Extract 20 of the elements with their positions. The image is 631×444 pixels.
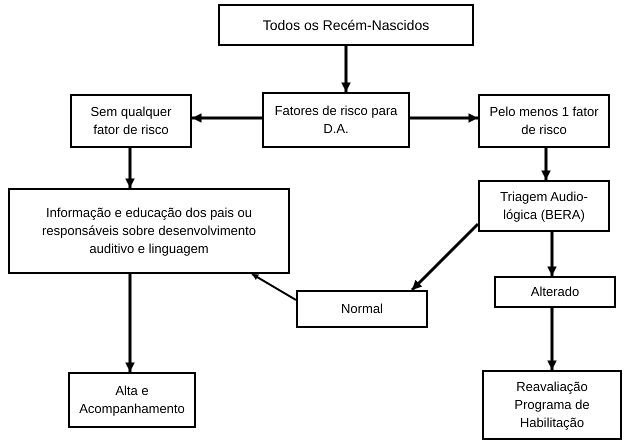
- arrow: [125, 274, 135, 372]
- process-box: Informação e educação dos pais ou responsáveis sobre desenvolvimento auditivo e linguagem: [8, 188, 290, 274]
- process-box: Pelo menos 1 fator de risco: [478, 94, 610, 148]
- arrow: [341, 46, 351, 92]
- process-box: Triagem Audio-lógica (BERA): [478, 180, 610, 232]
- arrow: [547, 308, 557, 370]
- process-box: Fatores de risco para D.A.: [262, 92, 410, 148]
- process-box: Sem qualquer fator de risco: [70, 94, 192, 148]
- process-box: Todos os Recém-Nascidos: [218, 4, 474, 46]
- arrow: [192, 113, 262, 123]
- process-box: Alterado: [494, 276, 616, 308]
- process-box: Alta e Acompanhamento: [68, 372, 196, 428]
- arrow: [125, 148, 135, 188]
- arrow: [541, 148, 551, 180]
- arrow: [410, 113, 478, 123]
- process-box: Reavaliação Programa de Habilitação: [482, 370, 622, 440]
- process-box: Normal: [296, 290, 428, 328]
- arrow: [251, 273, 297, 301]
- arrow: [410, 222, 480, 292]
- arrow: [547, 232, 557, 276]
